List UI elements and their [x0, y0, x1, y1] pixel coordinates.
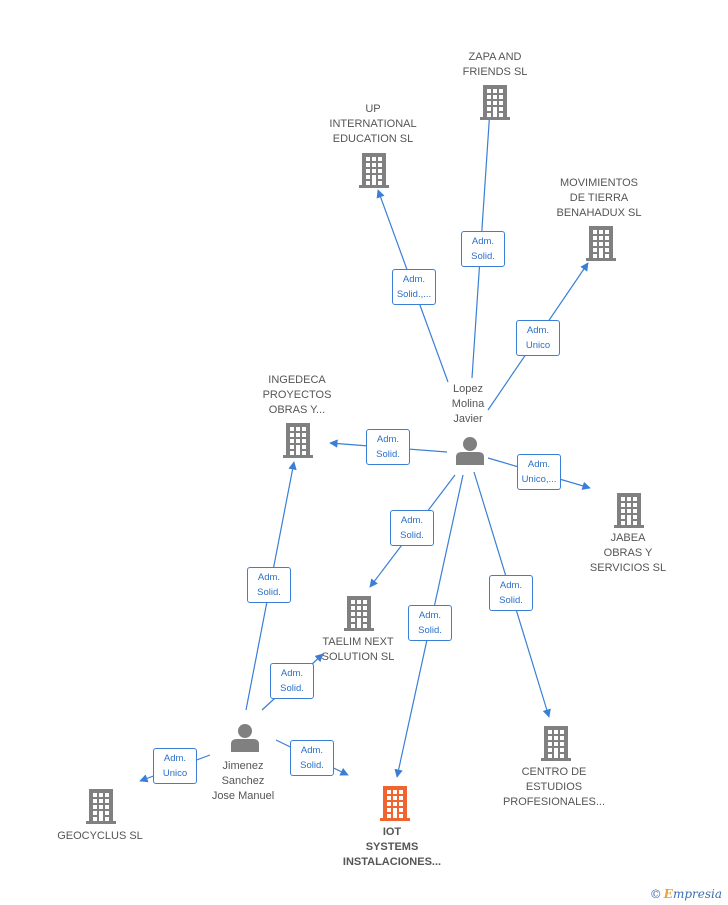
- node-label-up[interactable]: UP INTERNATIONAL EDUCATION SL: [329, 103, 417, 145]
- footer-brand: ©Empresia: [650, 887, 722, 901]
- building-icon-jabea[interactable]: [614, 493, 644, 528]
- edge-label-lopez-movimientos[interactable]: Adm. Unico: [516, 320, 560, 356]
- node-label-zapa[interactable]: ZAPA AND FRIENDS SL: [462, 51, 528, 78]
- building-icon-zapa[interactable]: [480, 85, 510, 120]
- person-icon-lopez[interactable]: [456, 437, 484, 465]
- building-icon-centro[interactable]: [541, 726, 571, 761]
- node-label-centro[interactable]: CENTRO DE ESTUDIOS PROFESIONALES...: [502, 766, 606, 808]
- edge-label-lopez-up[interactable]: Adm. Solid.,...: [392, 269, 436, 305]
- edge-label-lopez-taelim[interactable]: Adm. Solid.: [390, 510, 434, 546]
- edge-label-jimenez-geocyclus[interactable]: Adm. Unico: [153, 748, 197, 784]
- edge-label-lopez-ingedeca[interactable]: Adm. Solid.: [366, 429, 410, 465]
- node-label-lopez[interactable]: Lopez Molina Javier: [451, 383, 485, 425]
- copyright-symbol: ©: [649, 887, 662, 901]
- node-label-ingedeca[interactable]: INGEDECA PROYECTOS OBRAS Y...: [262, 374, 332, 416]
- building-icon-geocyclus[interactable]: [86, 789, 116, 824]
- brand-name: mpresia: [672, 887, 722, 901]
- building-icon-up[interactable]: [359, 153, 389, 188]
- edge-label-jimenez-iot[interactable]: Adm. Solid.: [290, 740, 334, 776]
- node-label-movimientos[interactable]: MOVIMIENTOS DE TIERRA BENAHADUX SL: [556, 177, 642, 219]
- node-label-iot[interactable]: IOT SYSTEMS INSTALACIONES...: [342, 826, 442, 868]
- edge-label-lopez-jabea[interactable]: Adm. Unico,...: [517, 454, 561, 490]
- edge-label-jimenez-ingedeca[interactable]: Adm. Solid.: [247, 567, 291, 603]
- building-icon-ingedeca[interactable]: [283, 423, 313, 458]
- edge-label-lopez-zapa[interactable]: Adm. Solid.: [461, 231, 505, 267]
- building-icon-movimientos[interactable]: [586, 226, 616, 261]
- building-icon-iot[interactable]: [380, 786, 410, 821]
- brand-initial: E: [663, 887, 673, 901]
- node-label-jimenez[interactable]: Jimenez Sanchez Jose Manuel: [211, 760, 275, 802]
- node-label-geocyclus[interactable]: GEOCYCLUS SL: [57, 830, 143, 842]
- edge-label-jimenez-taelim[interactable]: Adm. Solid.: [270, 663, 314, 699]
- node-label-taelim[interactable]: TAELIM NEXT SOLUTION SL: [321, 636, 395, 663]
- node-label-jabea[interactable]: JABEA OBRAS Y SERVICIOS SL: [589, 532, 667, 574]
- edge-label-lopez-iot[interactable]: Adm. Solid.: [408, 605, 452, 641]
- building-icon-taelim[interactable]: [344, 596, 374, 631]
- edge-label-lopez-centro[interactable]: Adm. Solid.: [489, 575, 533, 611]
- person-icon-jimenez[interactable]: [231, 724, 259, 752]
